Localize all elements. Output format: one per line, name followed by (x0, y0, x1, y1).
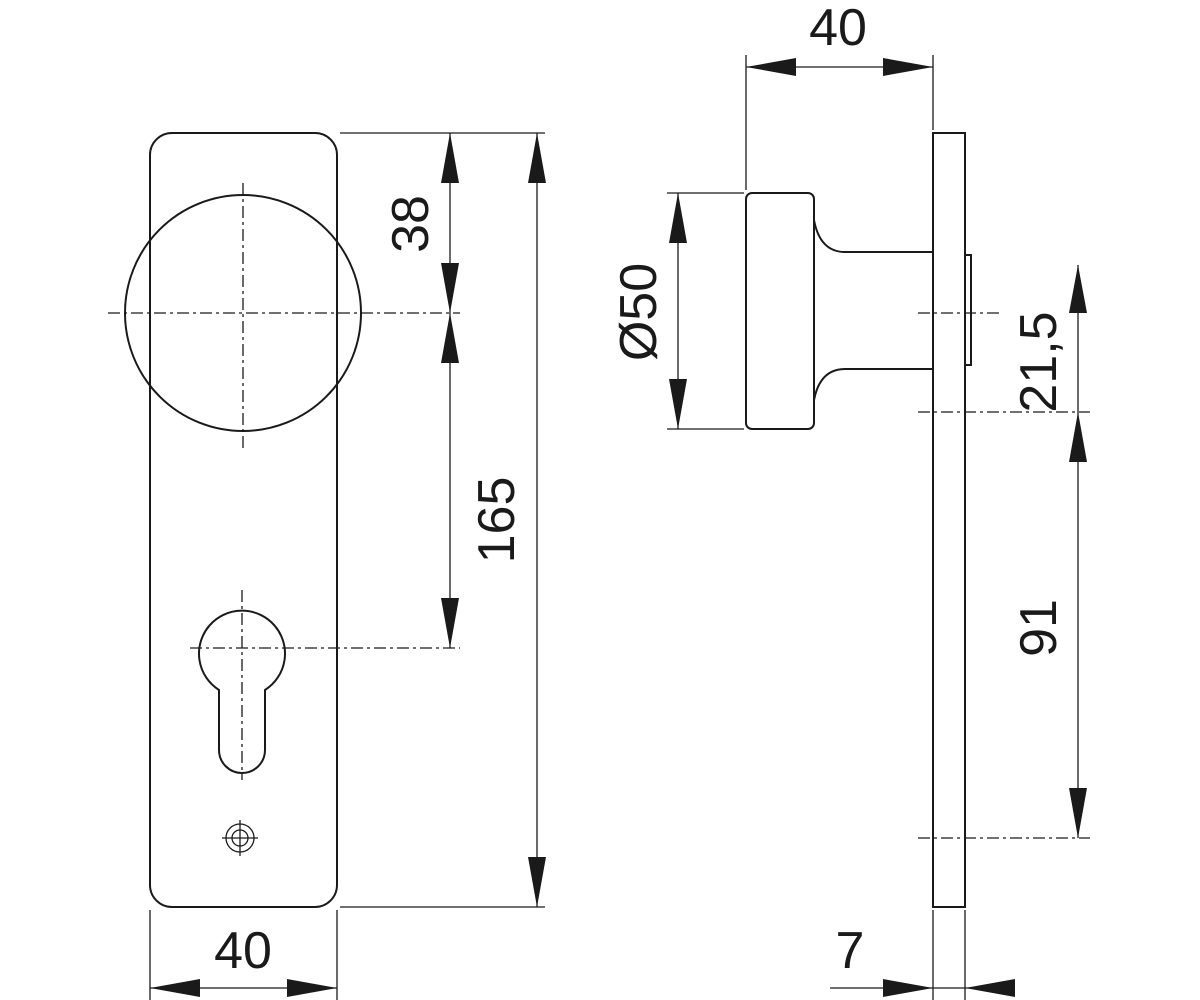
dimension-center-distance: 165 (441, 313, 526, 648)
dimension-plate-height (528, 133, 546, 907)
front-view: 38 165 40 (108, 132, 546, 1000)
dimension-label-38: 38 (382, 195, 440, 253)
dimension-label-91: 91 (1010, 599, 1068, 657)
dimension-label-165: 165 (468, 477, 526, 564)
escutcheon-plate (149, 132, 338, 908)
side-rose (964, 254, 972, 366)
side-knob-head (745, 192, 815, 430)
dimension-label-40-top: 40 (809, 0, 867, 57)
dimension-rose-offset: 21,5 (1010, 265, 1087, 413)
side-plate (932, 132, 966, 908)
screw-icon (222, 820, 258, 856)
dimension-label-7: 7 (836, 922, 865, 980)
dimension-label-diameter: Ø50 (610, 263, 668, 361)
dimension-projection: 40 (746, 0, 933, 76)
side-view: 40 Ø50 21,5 91 7 (610, 0, 1090, 1000)
dimension-lower-distance: 91 (1010, 412, 1087, 838)
dimension-knob-diameter: Ø50 (610, 193, 687, 429)
dimension-plate-thickness: 7 (830, 922, 1015, 997)
dimension-label-21-5: 21,5 (1010, 311, 1068, 412)
dimension-knob-offset: 38 (382, 133, 459, 313)
dimension-plate-width: 40 (150, 922, 337, 997)
dimension-label-40-bottom: 40 (214, 922, 272, 980)
side-knob-neck (813, 219, 933, 253)
